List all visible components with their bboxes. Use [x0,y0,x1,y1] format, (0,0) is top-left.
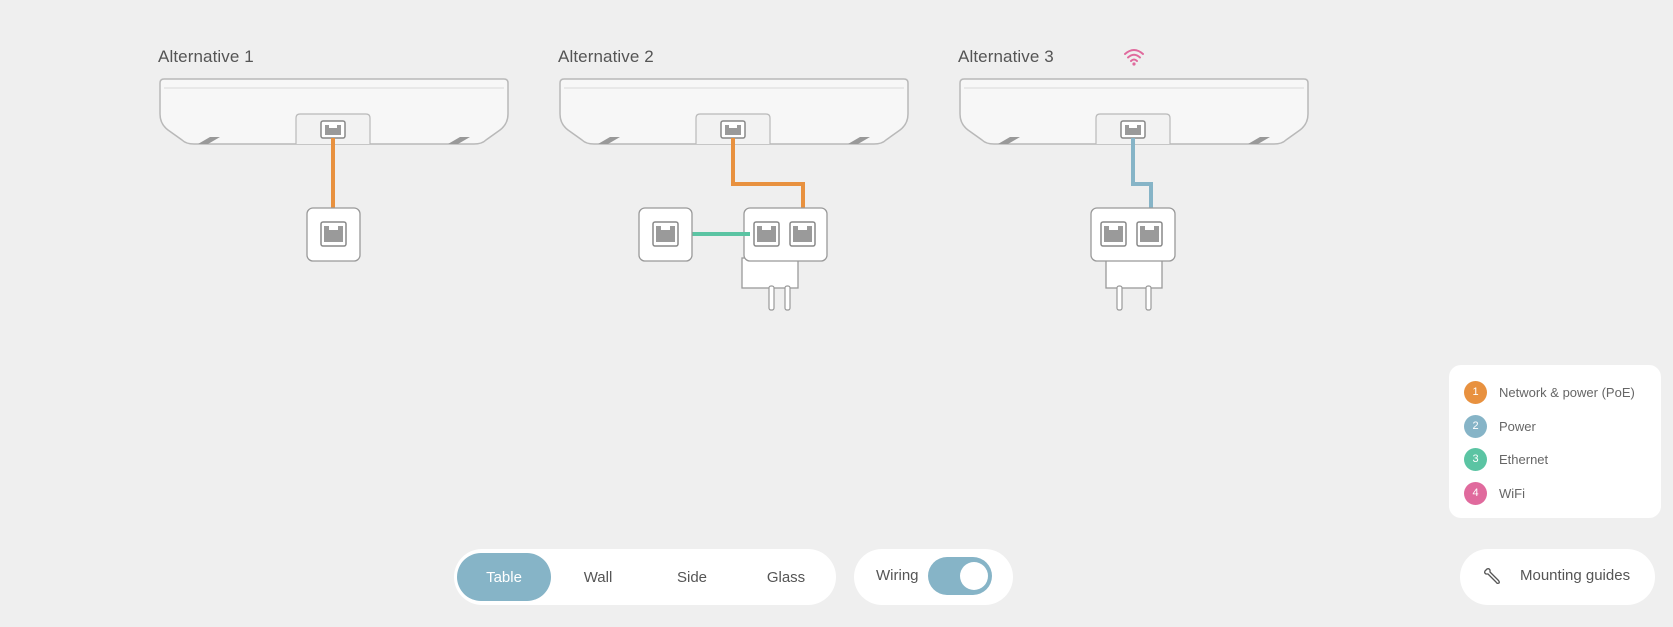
ethernet-port-icon [1120,120,1146,139]
mounting-guides-label: Mounting guides [1520,567,1631,584]
alternative-3-title: Alternative 3 [958,47,1054,66]
wiring-label: Wiring [876,567,919,584]
power-cable [1131,138,1153,218]
alternative-3-diagram [959,78,1309,311]
view-switch: Table Wall Side Glass [454,549,836,605]
wiring-legend: 1 Network & power (PoE) 2 Power 3 Ethern… [1449,365,1661,518]
alternative-2-diagram [559,78,909,311]
legend-item-ethernet: 3 Ethernet [1464,447,1548,471]
legend-item-wifi: 4 WiFi [1464,481,1525,505]
toggle-knob [960,562,988,590]
wall-socket [638,207,693,262]
alternative-1-title: Alternative 1 [158,47,254,66]
wiring-toggle[interactable] [928,557,992,595]
power-adapter [1090,207,1176,311]
legend-number: 2 [1464,414,1487,438]
legend-item-poe: 1 Network & power (PoE) [1464,380,1635,404]
alternative-1-diagram [159,78,509,262]
legend-label: WiFi [1499,485,1525,501]
camera-bar [159,78,509,145]
legend-number: 3 [1464,447,1487,471]
legend-label: Ethernet [1499,451,1549,467]
view-wall-button[interactable]: Wall [583,568,613,586]
legend-number: 4 [1464,481,1487,505]
legend-label: Power [1499,418,1536,434]
legend-item-power: 2 Power [1464,414,1536,438]
view-glass-button[interactable]: Glass [766,568,806,586]
view-side-button[interactable]: Side [676,568,708,586]
ethernet-port-icon [720,120,746,139]
wall-socket [306,207,361,262]
alternative-2-title: Alternative 2 [558,47,654,66]
wiring-control: Wiring [854,549,1013,605]
view-table-button[interactable]: Table [457,553,551,601]
legend-label: Network & power (PoE) [1499,384,1635,400]
wrench-icon [1484,568,1500,584]
poe-injector [741,207,828,311]
poe-cable [731,138,805,218]
camera-bar [959,78,1309,145]
wifi-icon [1124,49,1144,66]
ethernet-port-icon [320,120,346,139]
legend-number: 1 [1464,380,1487,404]
mounting-guides-button[interactable]: Mounting guides [1460,549,1655,605]
